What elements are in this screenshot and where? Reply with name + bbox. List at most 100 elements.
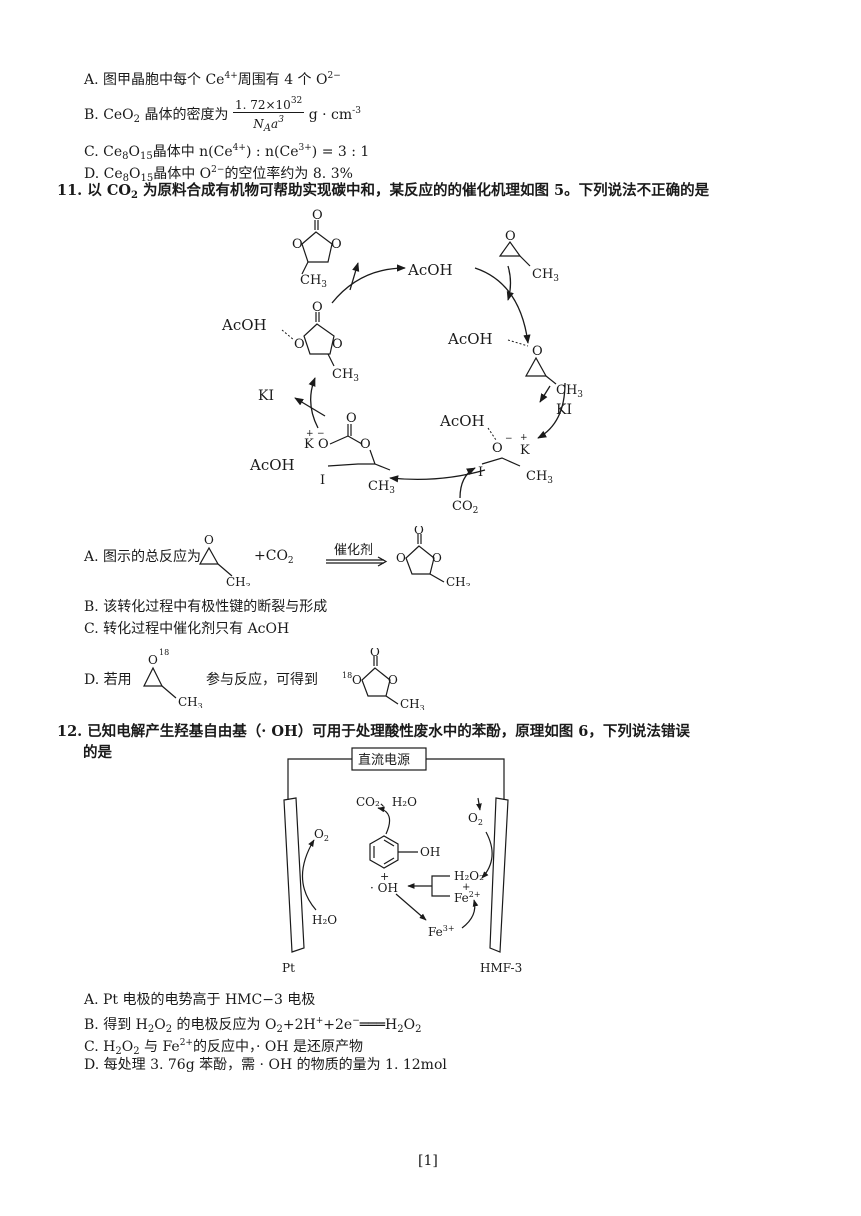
acoh-right: AcOH <box>447 330 493 348</box>
page-number: [1] <box>418 1153 438 1169</box>
fe3-to-fe2-arrow <box>461 899 479 929</box>
h2o-label: H₂O <box>312 913 337 927</box>
svg-text:O: O <box>370 648 380 659</box>
q11-option-a: A. 图示的总反应为 <box>84 549 202 565</box>
q10-option-a: A. 图甲晶胞中每个 Ce4+周围有 4 个 O2− <box>84 71 341 88</box>
co2-enter-arrow <box>459 467 476 499</box>
svg-text:+: + <box>462 882 470 893</box>
power-label: 直流电源 <box>358 753 410 768</box>
h2o2-fe-bracket <box>431 875 450 897</box>
svg-text:O: O <box>204 533 214 547</box>
acoh-bottom-right: AcOH <box>439 412 485 430</box>
cycle-arc-right-lower <box>537 382 566 439</box>
fe2-label: Fe2+ <box>454 890 481 905</box>
oh-to-fe3-arrow <box>395 893 427 921</box>
carbonate-anion-ch3: CH3 <box>368 479 395 496</box>
q12-option-d: D. 每处理 3. 76g 苯酚，需 · OH 的物质的量为 1. 12mol <box>84 1057 447 1073</box>
phenol-oh-label: OH <box>420 845 440 859</box>
svg-text:18: 18 <box>342 671 352 680</box>
o2-to-h2o2-arrow <box>481 831 493 879</box>
wire-right <box>426 758 505 800</box>
q12-stem-line2: 的是 <box>83 744 112 761</box>
q11-option-d: D. 若用 <box>84 672 132 688</box>
q11-option-d-product: 18 O O O CH3 <box>342 648 425 710</box>
ki-left: KI <box>258 388 274 404</box>
q12-stem-line1: 12. 已知电解产生羟基自由基（· OH）可用于处理酸性废水中的苯酚，原理如图 … <box>57 723 690 740</box>
fe3-label: Fe3+ <box>428 924 455 939</box>
ki-enter-arrow <box>539 385 551 403</box>
q10-option-b: B. CeO2 晶体的密度为 1. 72×1032 NAa3 g · cm-3 <box>84 96 361 134</box>
svg-text:18: 18 <box>159 648 169 657</box>
acoh-left: AcOH <box>221 316 267 334</box>
pt-label: Pt <box>282 961 295 975</box>
epoxide-enter-arrow <box>506 265 514 301</box>
cycle-arc-bottom <box>389 469 486 483</box>
co2-label: CO2 <box>452 499 478 516</box>
density-fraction: 1. 72×1032 NAa3 <box>232 96 305 134</box>
svg-text:O: O <box>432 551 442 565</box>
carbonate-anion-o-top: O <box>346 411 357 426</box>
eq-catalyst-label: 催化剂 <box>334 543 373 558</box>
o2-in-arrow <box>476 797 482 811</box>
alkoxide-o: O <box>492 441 503 456</box>
catalytic-cycle-figure: O O O CH3 AcOH O CH3 AcOH O CH3 KI AcOH … <box>221 208 583 516</box>
wire-left <box>287 758 352 800</box>
acoh-top: AcOH <box>407 261 453 279</box>
q12-option-c: C. H2O2 与 Fe2+的反应中，· OH 是还原产物 <box>84 1038 364 1057</box>
epoxide-ch3: CH3 <box>532 267 559 284</box>
q12-option-b: B. 得到 H2O2 的电极反应为 O2+2H++2e−═══H2O2 <box>84 1016 422 1035</box>
ki-leave-arrow <box>294 397 326 417</box>
acoh-bottom-left: AcOH <box>249 456 295 474</box>
left-carbonate-o-top: O <box>312 300 323 315</box>
eq-epoxide-ch3: CH3 <box>226 575 251 586</box>
epoxide-o: O <box>505 229 516 244</box>
q11-stem: 11. 以 CO2 为原料合成有机物可帮助实现碳中和，某反应的的催化机理如图 5… <box>57 182 710 201</box>
product-release-arrow <box>349 262 360 291</box>
carbonate-k: K <box>304 437 314 452</box>
svg-text:O: O <box>388 673 398 687</box>
svg-text:O: O <box>148 653 158 667</box>
alkoxide-i: I <box>478 465 483 480</box>
alkoxide-minus: − <box>505 434 513 444</box>
carbonate-o-right: O <box>331 237 342 252</box>
carbonate-minus: − <box>317 429 325 439</box>
ki-right: KI <box>556 402 572 418</box>
alkoxide-k: K <box>520 443 530 458</box>
pt-electrode <box>283 797 305 953</box>
o2-left-label: O2 <box>314 827 329 843</box>
q10-option-d: D. Ce8O15晶体中 O2−的空位率约为 8. 3% <box>84 165 353 184</box>
svg-text:+: + <box>380 870 389 883</box>
o2-right-label: O2 <box>468 811 483 827</box>
alkoxide-ch3: CH3 <box>526 469 553 486</box>
carbonate-o-left: O <box>292 237 303 252</box>
svg-text:O: O <box>414 526 424 537</box>
carbonate-k-plus: + <box>306 429 314 439</box>
q12-option-a: A. Pt 电极的电势高于 HMC−3 电极 <box>84 992 316 1008</box>
q11-option-d-epoxide: O 18 CH3 <box>143 648 203 708</box>
left-carbonate-o-left: O <box>294 337 305 352</box>
hmf-electrode <box>489 797 509 953</box>
h2o2-label: H₂O₂ <box>454 869 484 883</box>
q11-option-c: C. 转化过程中催化剂只有 AcOH <box>84 621 290 637</box>
coord-epoxide-o: O <box>532 344 543 359</box>
left-carbonate-ch3: CH3 <box>332 367 359 384</box>
cycle-arc-top-left <box>331 264 406 304</box>
cyclic-carbonate-product <box>301 220 333 275</box>
svg-text:O: O <box>352 673 362 687</box>
electrolysis-figure: 直流电源 CO₂、H₂O OH + · OH H₂O₂ + Fe2+ Fe3+ … <box>282 747 522 975</box>
coord-epoxide-ch3: CH3 <box>556 383 583 400</box>
q11-option-d-mid: 参与反应，可得到 <box>206 672 318 688</box>
carbonate-o-top: O <box>312 208 323 223</box>
phenol-ring <box>369 835 399 869</box>
left-carbonate-o-right: O <box>332 337 343 352</box>
q11-option-a-equation: O CH3 +CO2 催化剂 O O O CH3 <box>198 526 471 586</box>
epoxide-reactant <box>498 240 531 267</box>
radical-label: · OH <box>370 881 398 895</box>
q10-option-c: C. Ce8O15晶体中 n(Ce4+) : n(Ce3+) = 3 : 1 <box>84 143 370 162</box>
h2o-to-o2-arrow <box>301 839 317 911</box>
phenol-oxidation-arrow <box>377 806 391 835</box>
carbonate-i: I <box>320 473 325 488</box>
co2-h2o-label: CO₂、H₂O <box>356 795 417 809</box>
eq-plus-co2: +CO2 <box>254 548 294 566</box>
cycle-arc-left <box>308 377 319 429</box>
